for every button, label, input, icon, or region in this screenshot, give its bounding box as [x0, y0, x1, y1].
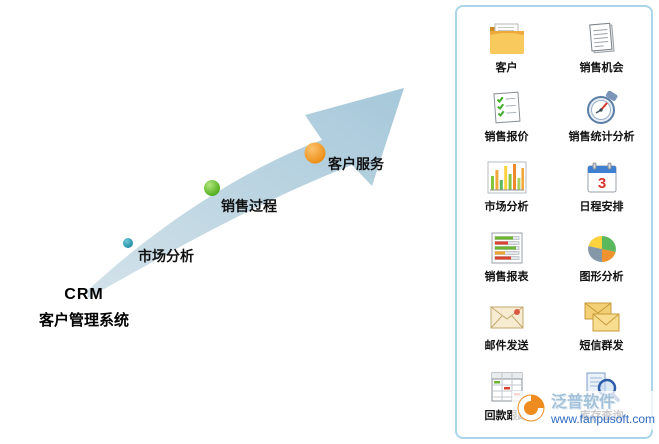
panel-item-label: 销售报价 [484, 131, 529, 144]
panel-item-sales-quote[interactable]: 销售报价 [459, 83, 554, 153]
growth-arrow [87, 88, 404, 298]
panel-item-sms-bulk[interactable]: 短信群发 [554, 292, 649, 362]
watermark-url[interactable]: www.fanpusoft.com [551, 411, 656, 426]
panel-item-label: 销售报表 [484, 270, 529, 283]
watermark: 泛普软件 www.fanpusoft.com [512, 391, 659, 430]
system-title: CRM 客户管理系统 [16, 286, 152, 330]
panel-item-customer[interactable]: 客户 [459, 13, 554, 83]
pie-chart-icon [583, 230, 621, 266]
fanpu-logo-icon [516, 393, 546, 428]
green-dot-icon [204, 180, 220, 196]
sales-report-icon [488, 230, 526, 266]
panel-item-label: 销售机会 [579, 61, 624, 74]
sms-bulk-icon [583, 299, 621, 335]
mail-send-icon [488, 299, 526, 335]
panel-item-sales-stats[interactable]: 销售统计分析 [554, 83, 649, 153]
panel-item-mail-send[interactable]: 邮件发送 [459, 292, 554, 362]
market-analysis-chart-icon [487, 160, 527, 196]
panel-item-label: 销售统计分析 [568, 131, 635, 144]
milestone-label-customer-service: 客户服务 [328, 156, 384, 172]
panel-item-market-analysis[interactable]: 市场分析 [459, 152, 554, 222]
panel-item-label: 日程安排 [579, 201, 624, 214]
calendar-day-number: 3 [597, 175, 605, 192]
sales-stats-gauge-icon [583, 90, 621, 126]
watermark-brand: 泛普软件 [551, 394, 616, 412]
milestone-label-sales-process: 销售过程 [221, 198, 277, 214]
panel-item-label: 图形分析 [579, 270, 624, 283]
panel-item-label: 邮件发送 [484, 340, 529, 353]
panel-item-label: 市场分析 [484, 201, 529, 214]
system-abbr: CRM [64, 286, 104, 303]
milestone-label-market-analysis: 市场分析 [138, 248, 194, 264]
arrow-body [87, 88, 404, 298]
panel-item-sales-opportunity[interactable]: 销售机会 [554, 13, 649, 83]
calendar-icon: 3 [584, 160, 620, 196]
sales-quote-icon [488, 90, 526, 126]
panel-item-schedule[interactable]: 3 日程安排 [554, 152, 649, 222]
panel-item-label: 客户 [495, 61, 518, 74]
panel-item-label: 短信群发 [579, 340, 624, 353]
orange-dot-icon [304, 142, 326, 164]
panel-item-sales-report[interactable]: 销售报表 [459, 222, 554, 292]
system-name: 客户管理系统 [38, 312, 129, 329]
panel-item-graph-analysis[interactable]: 图形分析 [554, 222, 649, 292]
feature-panel: 客户 销售机会 [455, 5, 653, 439]
customer-folder-icon [487, 21, 527, 57]
teal-dot-icon [123, 238, 133, 248]
sales-opportunity-icon [583, 21, 621, 57]
